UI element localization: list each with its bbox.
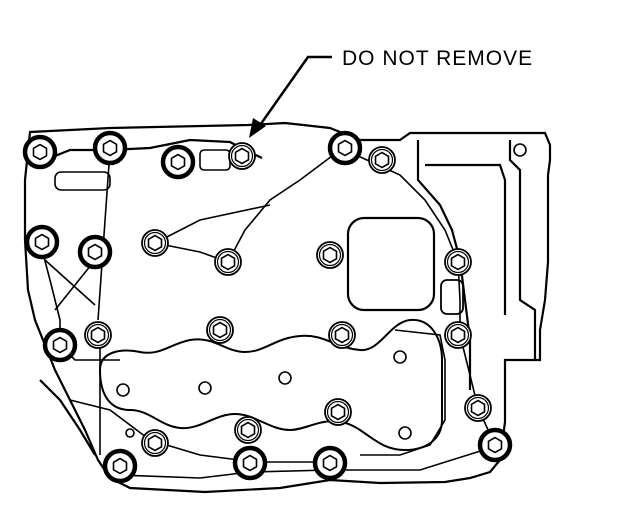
bolt-head-icon xyxy=(322,246,338,264)
bolt-head-icon xyxy=(242,454,258,472)
bolt-head-icon xyxy=(450,326,466,344)
highlighted-bolt xyxy=(42,327,78,363)
bolt-head-icon xyxy=(337,139,353,157)
bolt-head-icon xyxy=(487,436,503,454)
rectangular-cutout xyxy=(346,216,436,312)
bolt xyxy=(84,321,112,349)
bolt-head-icon xyxy=(90,326,106,344)
highlighted-bolt xyxy=(232,445,268,481)
bolt-head-icon xyxy=(374,151,390,169)
bolt-head-icon xyxy=(212,321,228,339)
bolt xyxy=(444,321,472,349)
passage-lines xyxy=(39,149,496,479)
highlighted-bolt xyxy=(312,445,348,481)
small-slot xyxy=(440,279,464,315)
small-holes xyxy=(116,143,527,440)
highlighted-bolt xyxy=(102,448,138,484)
bolt xyxy=(368,146,396,174)
bolt xyxy=(141,229,169,257)
left-slot xyxy=(54,171,111,191)
bolt-head-icon xyxy=(450,253,466,271)
bolt-head-icon xyxy=(147,234,163,252)
bolt-head-icon xyxy=(234,147,250,165)
bolt xyxy=(324,398,352,426)
callout-label: DO NOT REMOVE xyxy=(342,47,533,70)
callout-leader xyxy=(249,55,332,138)
bolt-head-icon xyxy=(170,153,186,171)
bolt xyxy=(206,316,234,344)
bolt-head-icon xyxy=(102,139,118,157)
bolt-head-icon xyxy=(34,233,50,251)
bolt xyxy=(141,429,169,457)
bolt-head-icon xyxy=(220,253,236,271)
bolt-head-icon xyxy=(112,457,128,475)
bolt-head-icon xyxy=(87,243,103,261)
bolt-head-icon xyxy=(322,454,338,472)
bolt xyxy=(444,248,472,276)
bolt xyxy=(228,142,256,170)
upper-slot xyxy=(199,149,231,171)
bolt-head-icon xyxy=(330,403,346,421)
highlighted-bolt xyxy=(327,130,363,166)
highlighted-bolt xyxy=(77,234,113,270)
bolt-head-icon xyxy=(470,399,486,417)
bolt-head-icon xyxy=(334,326,350,344)
highlighted-bolt xyxy=(22,134,58,170)
bolt-head-icon xyxy=(52,336,68,354)
bolt xyxy=(328,321,356,349)
bolt xyxy=(316,241,344,269)
highlighted-bolt xyxy=(477,427,513,463)
highlighted-bolt xyxy=(92,130,128,166)
bolts-layer xyxy=(22,130,513,484)
bolt-head-icon xyxy=(147,434,163,452)
bolt xyxy=(234,416,262,444)
bolt xyxy=(464,394,492,422)
highlighted-bolt xyxy=(160,144,196,180)
highlighted-bolt xyxy=(24,224,60,260)
bolt-head-icon xyxy=(32,143,48,161)
bolt-head-icon xyxy=(240,421,256,439)
bolt xyxy=(214,248,242,276)
valve-body-outline xyxy=(23,121,552,494)
